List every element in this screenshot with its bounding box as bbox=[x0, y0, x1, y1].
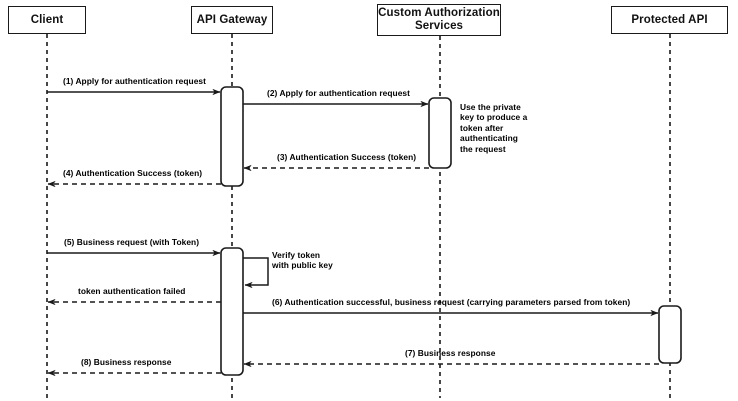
note-private-key-line-1: Use the private bbox=[460, 102, 521, 112]
message-label-3: (3) Authentication Success (token) bbox=[277, 152, 417, 162]
participant-label-client: Client bbox=[30, 13, 64, 26]
note-private-key-line-3: token after bbox=[460, 122, 504, 133]
participant-box-custom-authorization-services[interactable]: Custom Authorization Services bbox=[377, 4, 501, 36]
message-label-self-verify-line-2: with public key bbox=[272, 260, 333, 271]
message-label-8: (8) Business response bbox=[81, 357, 172, 367]
activation-bar-custom-authorization-services-1 bbox=[428, 97, 452, 169]
message-label-4: (4) Authentication Success (token) bbox=[63, 168, 203, 178]
message-label-1: (1) Apply for authentication request bbox=[63, 76, 206, 86]
participant-box-protected-api[interactable]: Protected API bbox=[611, 6, 728, 34]
message-label-self-verify: Verify token with public key bbox=[272, 250, 333, 271]
activation-bar-protected-api-1 bbox=[658, 305, 682, 364]
message-label-self-verify-line-1: Verify token bbox=[272, 250, 321, 260]
participant-label-protected-api: Protected API bbox=[631, 13, 708, 26]
activation-bar-api-gateway-1 bbox=[220, 86, 244, 187]
participant-label-api-gateway: API Gateway bbox=[196, 13, 268, 26]
message-label-7: (7) Business response bbox=[405, 348, 496, 358]
message-label-5: (5) Business request (with Token) bbox=[64, 237, 200, 247]
arrow-msg-self-verify bbox=[243, 257, 269, 289]
message-label-6: (6) Authentication successful, business … bbox=[272, 297, 631, 307]
participant-label-custom-authorization-services: Custom Authorization Services bbox=[378, 7, 500, 32]
participant-box-api-gateway[interactable]: API Gateway bbox=[191, 6, 273, 34]
note-private-key-line-5: the request bbox=[460, 143, 506, 154]
note-private-key: Use the private key to produce a token a… bbox=[460, 102, 527, 154]
activation-bar-api-gateway-2 bbox=[220, 247, 244, 376]
message-label-2: (2) Apply for authentication request bbox=[267, 88, 410, 98]
note-private-key-line-2: key to produce a bbox=[460, 112, 528, 123]
participant-box-client[interactable]: Client bbox=[8, 6, 86, 34]
note-private-key-line-4: authenticating bbox=[460, 133, 518, 144]
message-label-token-authentication-failed: token authentication failed bbox=[78, 286, 186, 296]
